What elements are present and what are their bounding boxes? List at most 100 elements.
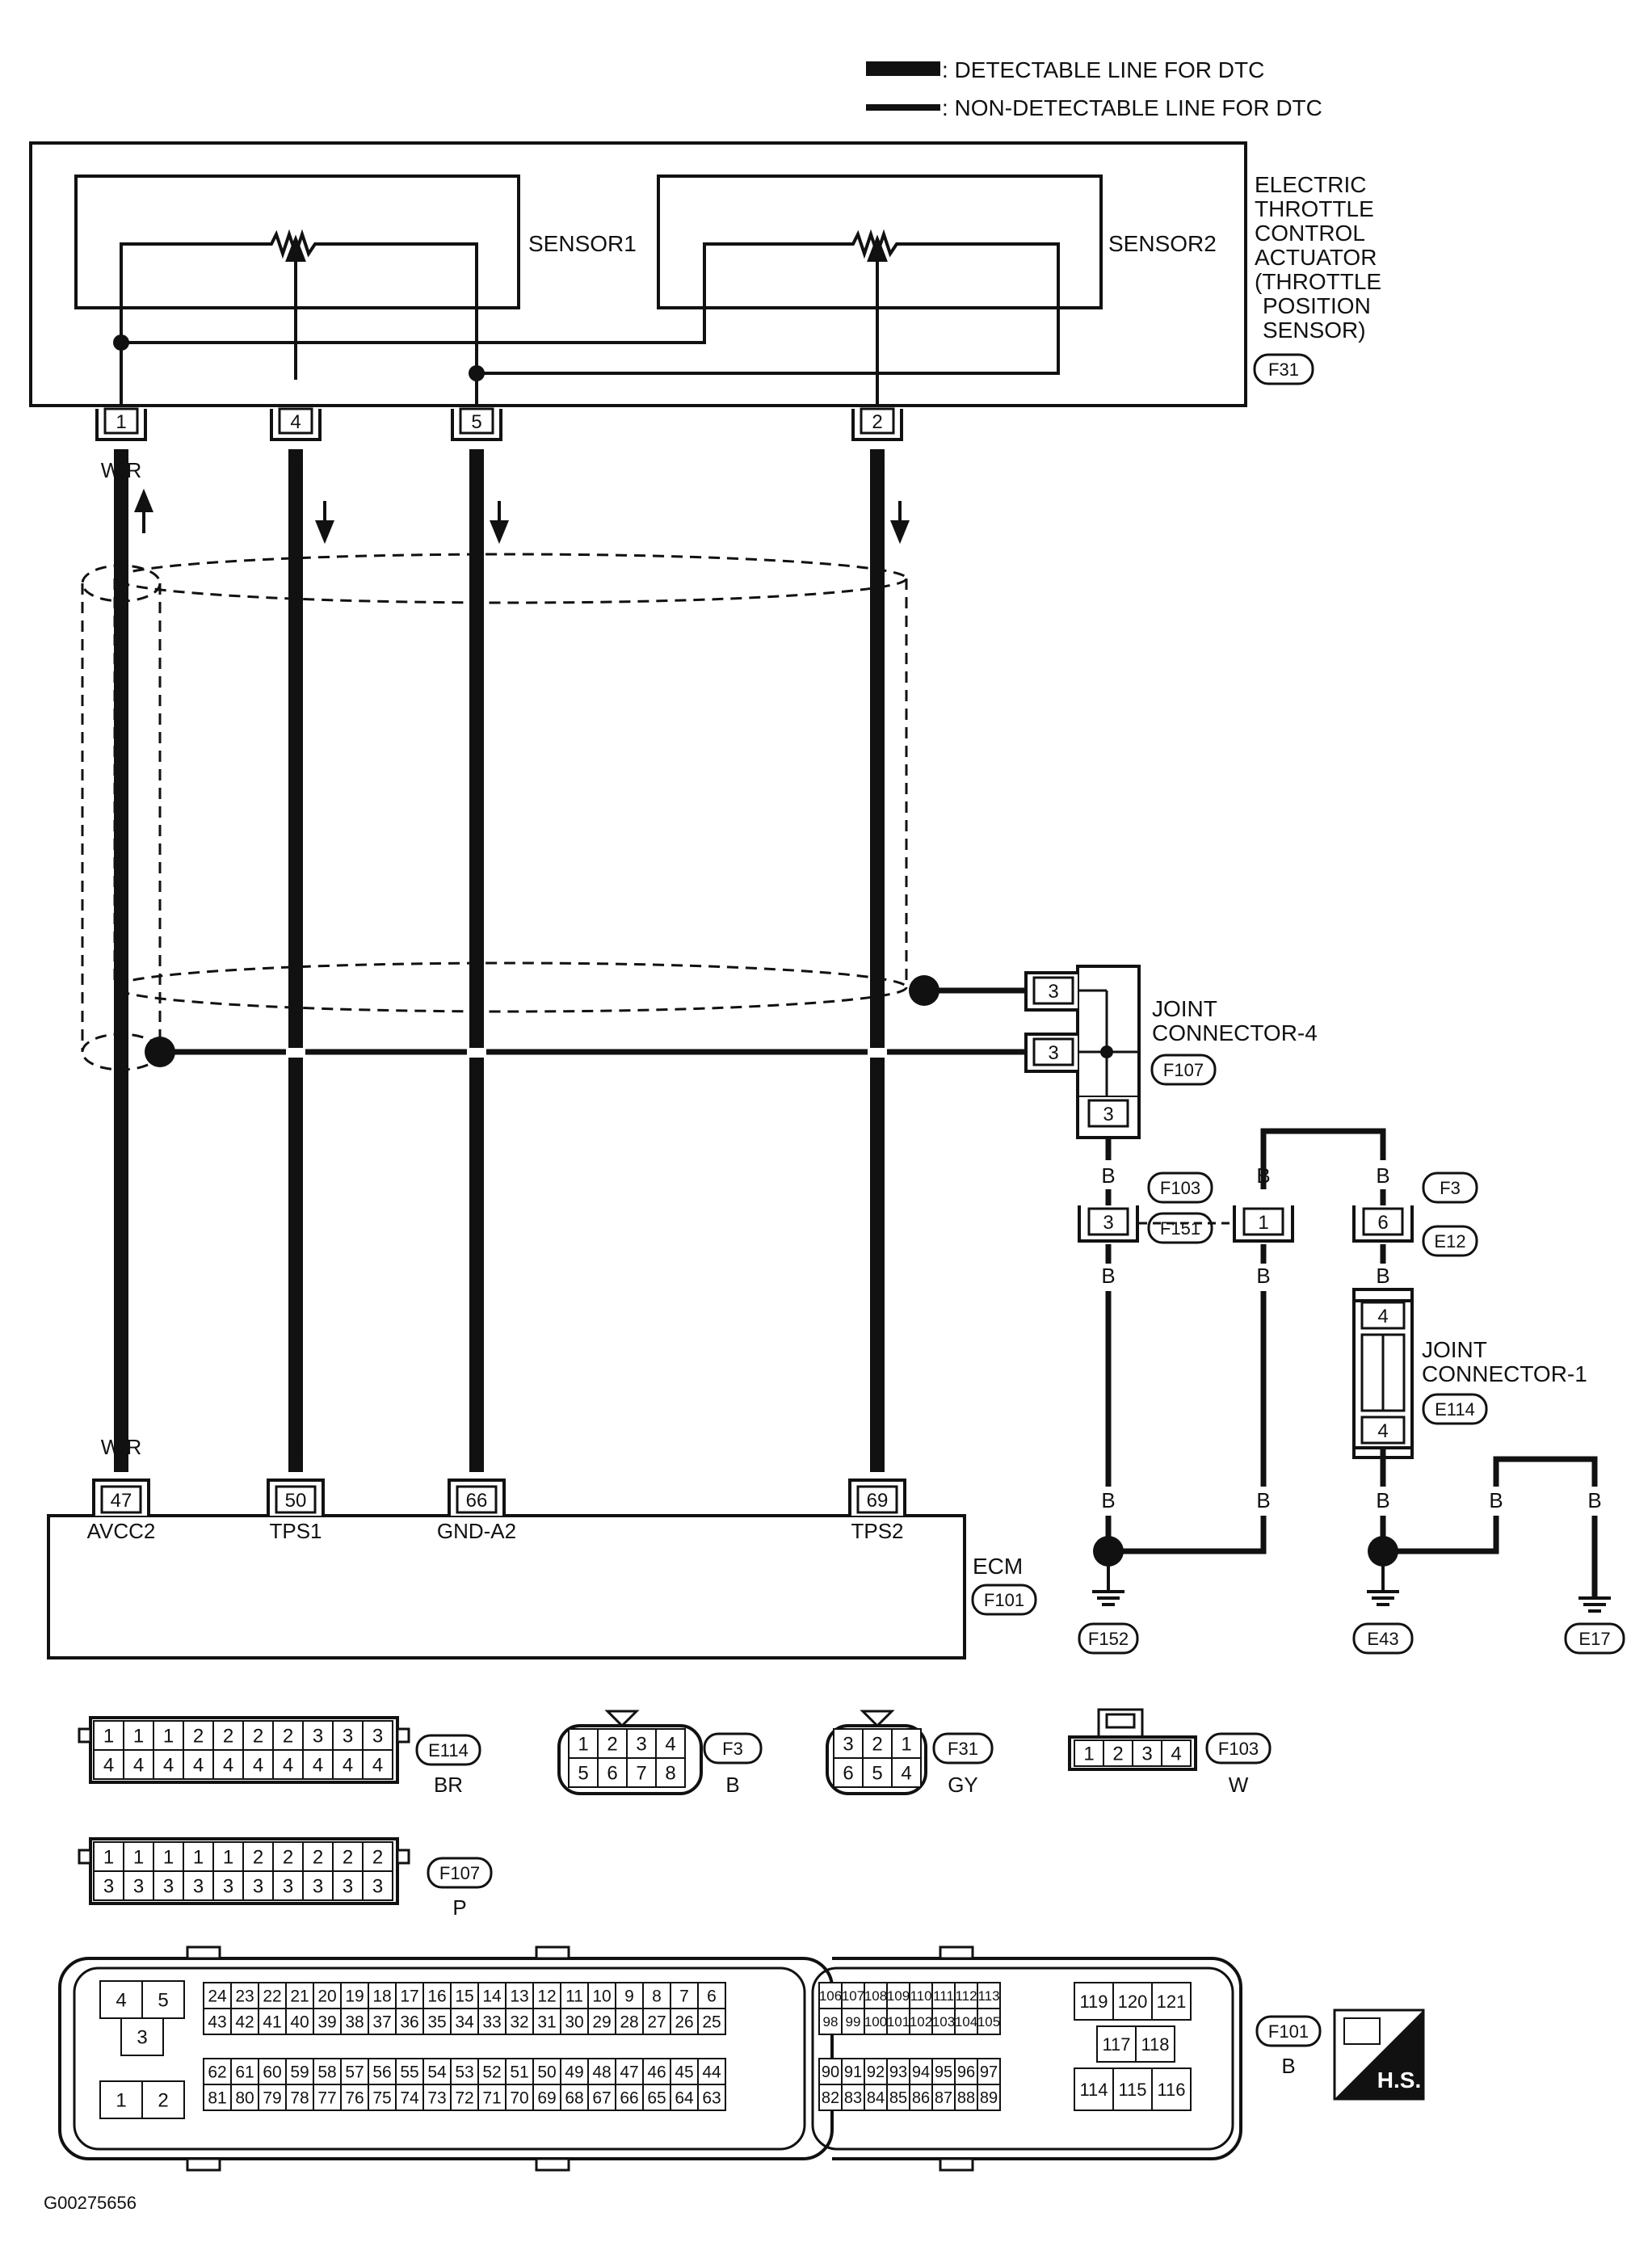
connector-pin-cell: 3	[123, 1870, 154, 1901]
connector-pin-cell: 18	[368, 1982, 397, 2009]
connector-pin-number: 3	[313, 1876, 323, 1898]
connector-pin-number: 102	[910, 2014, 932, 2030]
connector-pin-number: 3	[372, 1726, 383, 1748]
connector-id: F3	[1440, 1178, 1461, 1198]
connector-pin-number: 3	[313, 1726, 323, 1748]
connector-pin-cell: 59	[285, 2058, 314, 2085]
connector-pin-number: 1	[116, 2090, 126, 2112]
connector-pin-number: 80	[235, 2089, 254, 2108]
actuator-title-line: (THROTTLE	[1255, 269, 1381, 294]
connector-pin-cell: 3	[332, 1870, 364, 1901]
legend: : DETECTABLE LINE FOR DTC : NON-DETECTAB…	[866, 57, 1322, 120]
connector-pin-number: 59	[290, 2063, 309, 2082]
actuator-pin-number: 1	[116, 411, 126, 433]
connector-pin-cell: 4	[153, 1749, 184, 1780]
connector-pin-cell: 8	[655, 1757, 686, 1788]
connector-pin-cell: 4	[362, 1749, 393, 1780]
connector-pin-cell: 2	[332, 1841, 364, 1872]
actuator-connector-id: F31	[1268, 360, 1299, 380]
connector-pin-cell: 4	[99, 1980, 143, 2019]
connector-pin-cell: 35	[422, 2008, 452, 2035]
connector-pin-cell: 50	[532, 2058, 561, 2085]
connector-pin-cell: 2	[212, 1720, 244, 1751]
wire-color-label: W/R	[101, 458, 142, 482]
connector-pin-number: 97	[980, 2063, 998, 2081]
connector-pin-number: 1	[901, 1734, 911, 1756]
connector-pin-cell: 1	[1074, 1739, 1104, 1767]
ecm-pin-name: AVCC2	[87, 1519, 156, 1543]
wire-color-label: B	[1101, 1163, 1115, 1188]
connector-view-id: F101	[1268, 2021, 1309, 2042]
connector-pin-number: 4	[901, 1763, 911, 1785]
connector-pin-number: 61	[235, 2063, 254, 2082]
connector-pin-number: 69	[537, 2089, 556, 2108]
connector-pin-cell: 4	[655, 1728, 686, 1759]
signal-direction-arrows	[134, 488, 910, 545]
connector-pin-number: 9	[624, 1988, 634, 2006]
connector-pin-number: 66	[620, 2089, 638, 2108]
connector-view-id: F103	[1218, 1739, 1259, 1759]
connector-pin-cell: 104	[954, 2008, 978, 2035]
connector-pin-cell: 25	[697, 2008, 726, 2035]
connector-pin-number: 1	[133, 1726, 144, 1748]
actuator-pin: 5	[451, 407, 502, 441]
connector-pin-number: 5	[872, 1763, 882, 1785]
wire-color-label: Y	[870, 1435, 884, 1459]
connector-pin-number: 99	[846, 2014, 861, 2030]
connector-pin-number: 103	[932, 2014, 955, 2030]
connector-pin-number: 25	[702, 2013, 721, 2032]
connector-pin-number: 4	[103, 1755, 114, 1777]
connector-pin-cell: 5	[568, 1757, 599, 1788]
connector-pin-cell: 91	[841, 2058, 865, 2085]
ecm-pin-number: 47	[111, 1490, 132, 1512]
connector-pin-number: 90	[822, 2063, 839, 2081]
connector-pin-number: 1	[163, 1726, 174, 1748]
connector-pin-cell: 119	[1074, 1982, 1114, 2021]
connector-pin-number: 17	[400, 1988, 418, 2006]
connector-view-id: F107	[439, 1863, 480, 1883]
connector-pin-cell: 76	[340, 2084, 369, 2111]
connector-pin-cell: 121	[1151, 1982, 1192, 2021]
connector-pin-number: 46	[647, 2063, 666, 2082]
connector-pin-number: 26	[675, 2013, 693, 2032]
connector-pin-number: 67	[592, 2089, 611, 2108]
connector-pin-number: 78	[290, 2089, 309, 2108]
connector-pin-number: 94	[912, 2063, 930, 2081]
connector-pin-cell: 83	[841, 2084, 865, 2111]
connector-pin-number: 4	[133, 1755, 144, 1777]
connector-pin-number: 2	[313, 1847, 323, 1869]
connector-pin-number: 111	[933, 1988, 954, 2004]
wire-color-label: L	[471, 458, 482, 482]
ecm: 47 50 66 69 AVCC2 TPS1 GND-A2 TPS2 ECM F…	[47, 1479, 1037, 1659]
connector-pin-cell: 95	[931, 2058, 956, 2085]
connector-pin-cell: 84	[864, 2084, 888, 2111]
connector-pin-number: 3	[636, 1734, 646, 1756]
connector-pin-cell: 55	[395, 2058, 424, 2085]
connector-pin-cell: 17	[395, 1982, 424, 2009]
connector-pin-number: 47	[620, 2063, 638, 2082]
connector-pin-number: 1	[223, 1847, 233, 1869]
connector-pin-cell: 65	[642, 2084, 671, 2111]
ecm-pin-name: GND-A2	[437, 1519, 516, 1543]
connector-pin-cell: 3	[212, 1870, 244, 1901]
connector-pin-cell: 4	[1161, 1739, 1192, 1767]
connector-pin-cell: 74	[395, 2084, 424, 2111]
connector-pin-number: 2	[872, 1734, 882, 1756]
connector-pin-number: 92	[867, 2063, 885, 2081]
connector-pin-number: 41	[263, 2013, 281, 2032]
connector-pin-number: 2	[158, 2090, 168, 2112]
connector-pin-cell: 71	[477, 2084, 507, 2111]
joint1-title: JOINT CONNECTOR-1	[1422, 1337, 1587, 1386]
connector-pin-cell: 53	[450, 2058, 479, 2085]
connector-pin-cell: 6	[597, 1757, 628, 1788]
connector-pin-number: 3	[163, 1876, 174, 1898]
connector-pin-number: 1	[578, 1734, 588, 1756]
connector-pin-number: 3	[343, 1726, 353, 1748]
connector-pin: 1	[1258, 1212, 1268, 1234]
connector-pin-cell: 109	[886, 1982, 910, 2009]
connector-pin-cell: 1	[93, 1841, 124, 1872]
connector-pin-cell: 43	[203, 2008, 232, 2035]
connector-pin-number: 98	[823, 2014, 839, 2030]
connector-pin-cell: 90	[818, 2058, 843, 2085]
connector-pin-cell: 19	[340, 1982, 369, 2009]
